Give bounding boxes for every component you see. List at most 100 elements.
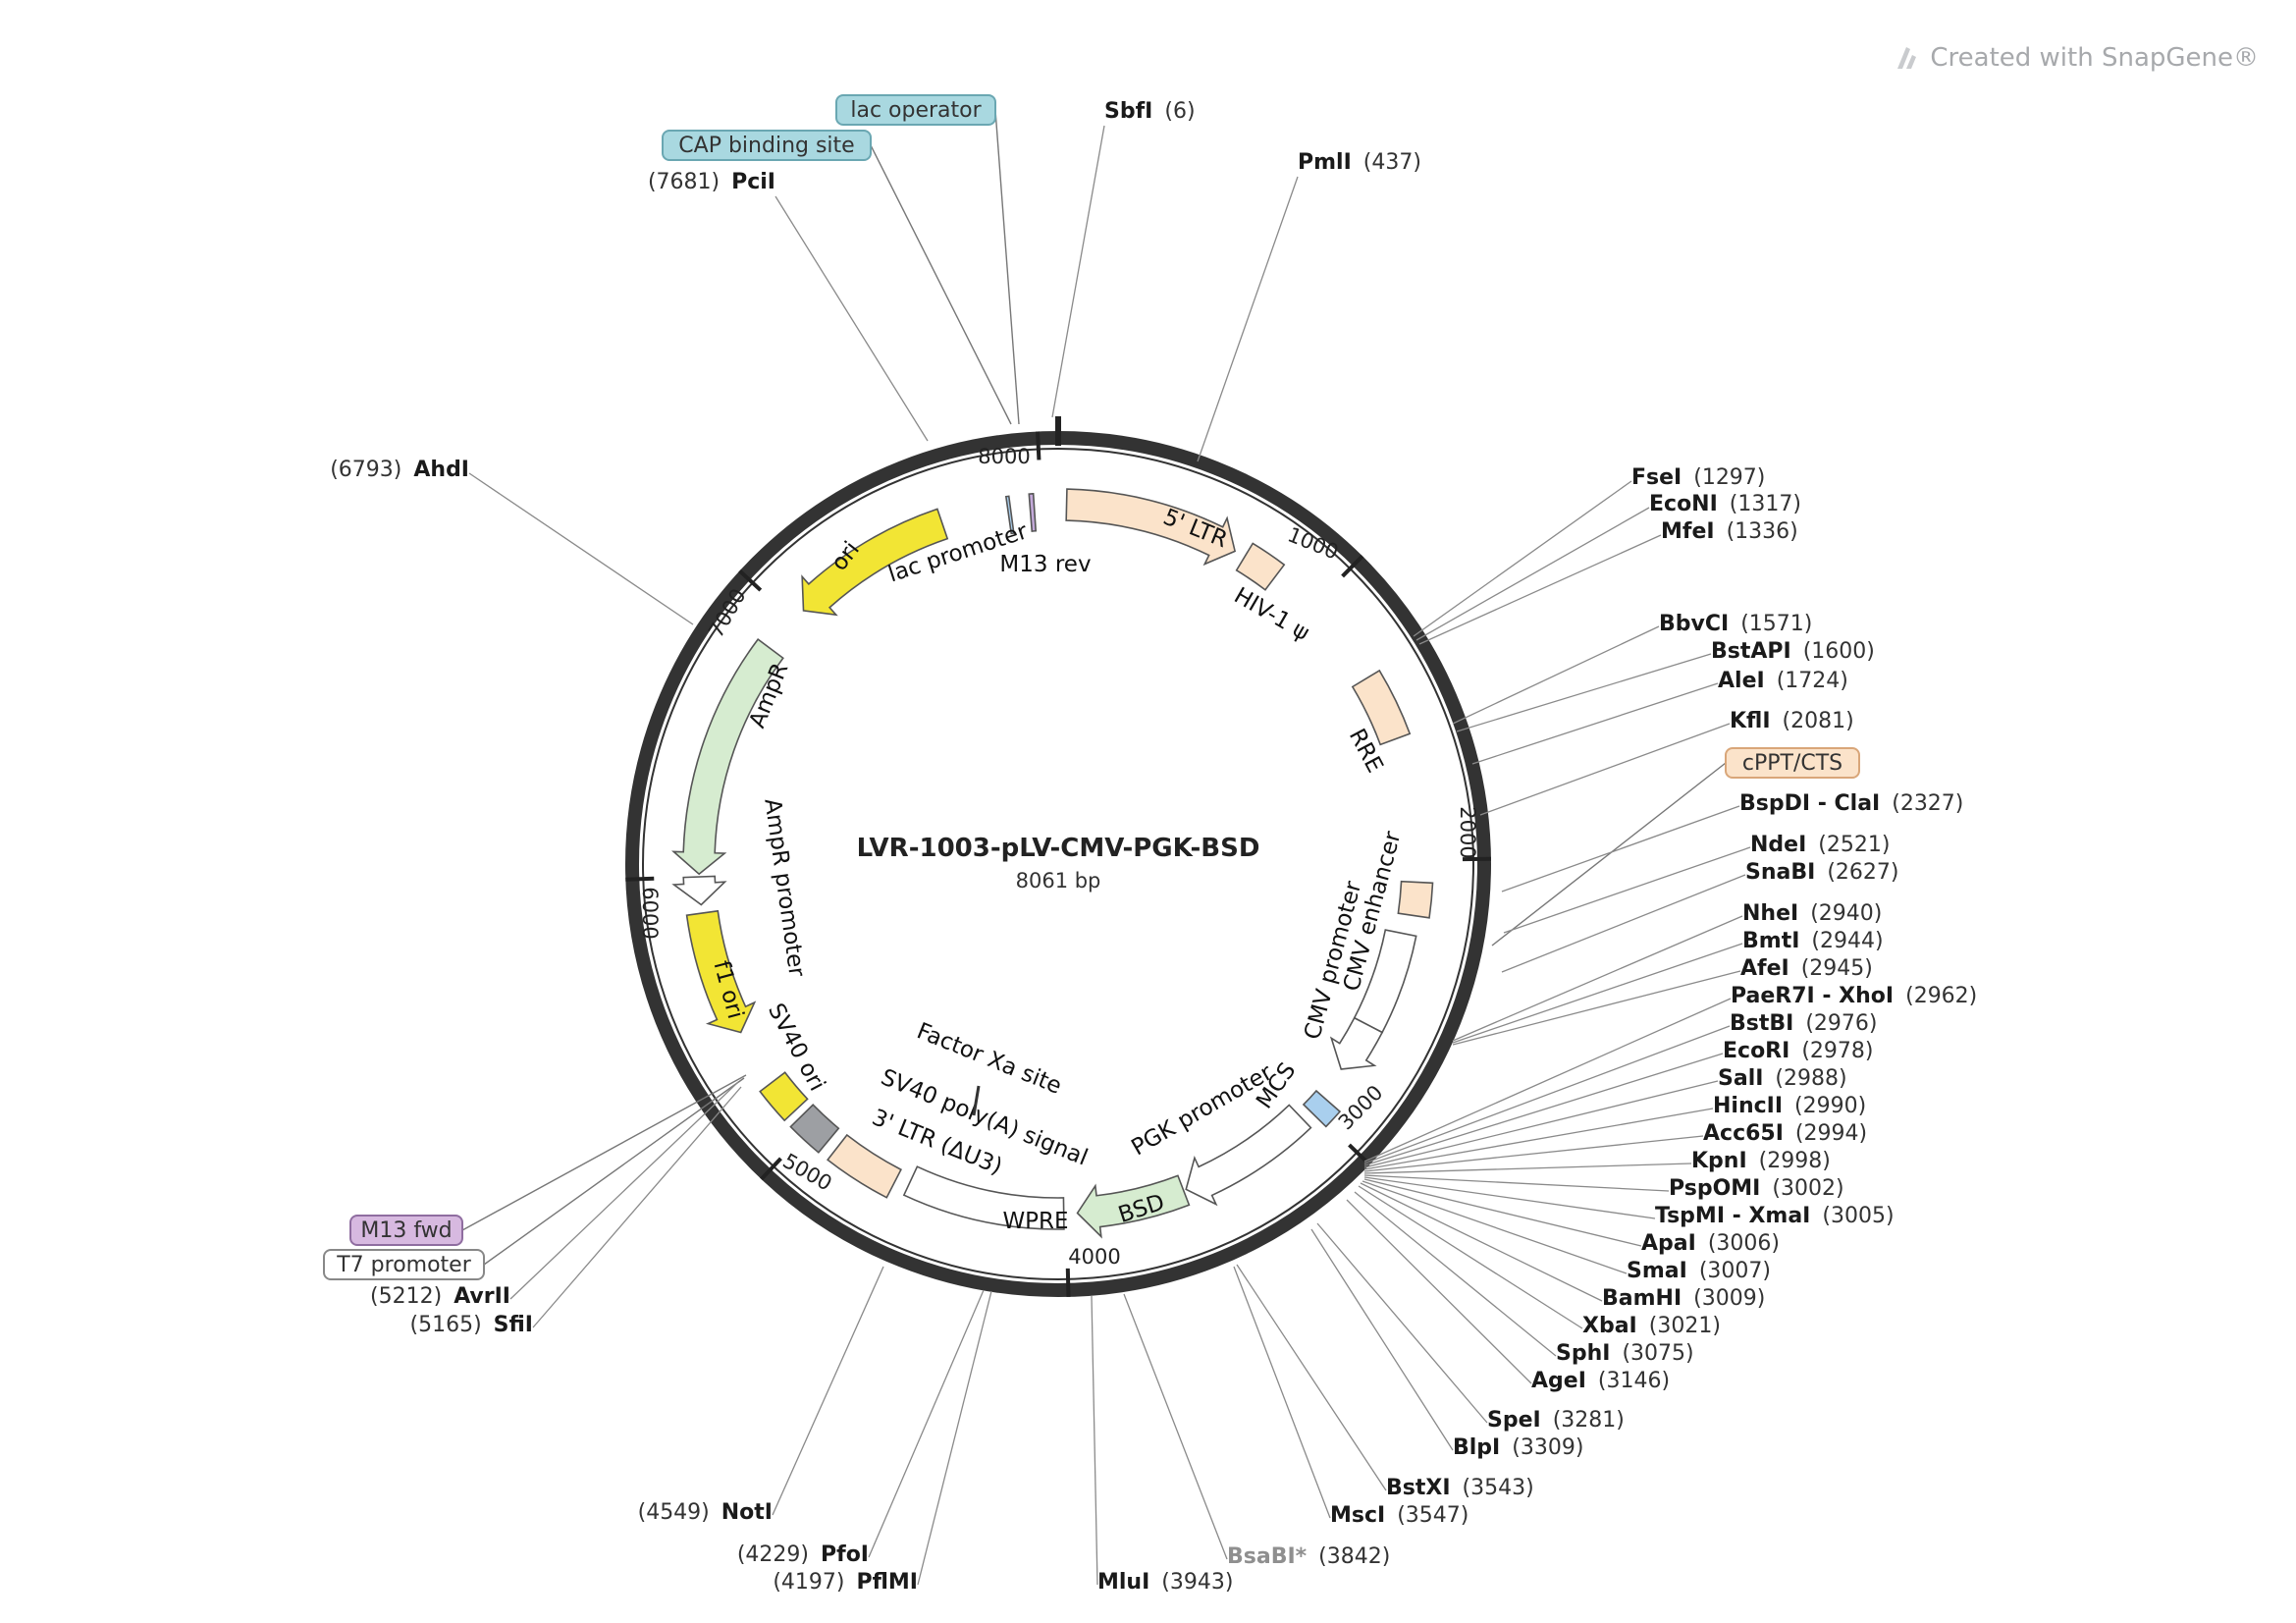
enzyme-label-xbai: XbaI(3021) — [1582, 1314, 1721, 1338]
enzyme-site-msci[interactable]: MscI(3547) — [1330, 1503, 1468, 1528]
feature-cppt-cts[interactable] — [1397, 880, 1434, 919]
enzyme-label-spei: SpeI(3281) — [1487, 1408, 1625, 1433]
enzyme-site-bspdi-clai[interactable]: BspDI - ClaI(2327) — [1739, 791, 1963, 816]
enzyme-site-ndei[interactable]: NdeI(2521) — [1750, 833, 1890, 857]
boxed-label-cap-binding-site[interactable] — [662, 130, 872, 161]
brand-text: Created with SnapGene® — [1930, 43, 2259, 73]
enzyme-label-bbvci: BbvCI(1571) — [1659, 612, 1812, 636]
feature-ori[interactable] — [801, 508, 949, 617]
enzyme-site-fsei[interactable]: FseI(1297) — [1631, 465, 1765, 490]
enzyme-leader-bsabi — [1123, 1293, 1228, 1560]
enzyme-leader-tspmi-xmai — [1363, 1176, 1656, 1219]
feature-ampr-promoter[interactable] — [671, 875, 727, 906]
enzyme-site-sfii[interactable]: (5165)SfiI — [410, 1313, 534, 1337]
boxed-label-text-cap-binding-site: CAP binding site — [678, 134, 854, 158]
boxed-label-t7-promoter[interactable] — [323, 1249, 485, 1280]
enzyme-label-pcii: (7681)PciI — [648, 170, 775, 194]
enzyme-label-mlui: MluI(3943) — [1097, 1570, 1233, 1595]
feature-bsd[interactable] — [1076, 1174, 1191, 1239]
enzyme-site-alei[interactable]: AleI(1724) — [1718, 669, 1848, 693]
enzyme-site-xbai[interactable]: XbaI(3021) — [1582, 1314, 1721, 1338]
enzyme-site-bamhi[interactable]: BamHI(3009) — [1602, 1286, 1765, 1311]
feature-sv40-poly-a-signal[interactable] — [789, 1104, 840, 1154]
feature-hiv-1[interactable] — [1235, 542, 1286, 591]
enzyme-site-bsabi[interactable]: BsaBI*(3842) — [1227, 1544, 1390, 1569]
enzyme-site-paer7i-xhoi[interactable]: PaeR7I - XhoI(2962) — [1731, 984, 1977, 1008]
snapgene-watermark: Created with SnapGene® — [1895, 43, 2259, 73]
enzyme-leader-sbfi — [1051, 125, 1105, 418]
enzyme-site-agei[interactable]: AgeI(3146) — [1531, 1369, 1670, 1393]
enzyme-leader-nhei — [1452, 915, 1743, 1042]
boxed-label-m13-fwd[interactable] — [349, 1215, 463, 1246]
enzyme-leader-spei — [1316, 1222, 1488, 1424]
feature-f1-ori[interactable] — [685, 909, 757, 1034]
enzyme-site-ahdi[interactable]: (6793)AhdI — [330, 458, 469, 482]
enzyme-label-bstapi: BstAPI(1600) — [1711, 639, 1875, 664]
enzyme-site-blpi[interactable]: BlpI(3309) — [1453, 1435, 1583, 1460]
enzyme-site-smai[interactable]: SmaI(3007) — [1627, 1259, 1771, 1283]
boxed-label-cppt-cts[interactable] — [1725, 747, 1860, 779]
enzyme-site-econi[interactable]: EcoNI(1317) — [1649, 492, 1801, 516]
feature-wpre[interactable] — [902, 1165, 1065, 1230]
feature-3-ltr-u3[interactable] — [827, 1133, 902, 1199]
enzyme-leader-agei — [1346, 1199, 1532, 1384]
enzyme-site-avrii[interactable]: (5212)AvrII — [370, 1284, 510, 1309]
enzyme-leader-sali — [1363, 1080, 1719, 1168]
feature-m13-rev[interactable] — [1028, 492, 1038, 532]
enzyme-site-pfoi[interactable]: (4229)PfoI — [737, 1542, 869, 1567]
feature-ampr[interactable] — [670, 637, 784, 876]
tick-mark-7000 — [738, 568, 763, 592]
enzyme-site-snabi[interactable]: SnaBI(2627) — [1745, 860, 1898, 885]
enzyme-label-ecori: EcoRI(2978) — [1723, 1039, 1873, 1063]
enzyme-layer: SbfI(6) PmlI(437) FseI(1297)EcoNI(1317) Mfe… — [330, 99, 1977, 1595]
feature-pgk-promoter[interactable] — [1185, 1104, 1312, 1207]
enzyme-leader-msci — [1233, 1266, 1331, 1519]
enzyme-site-tspmi-xmai[interactable]: TspMI - XmaI(3005) — [1655, 1204, 1895, 1228]
enzyme-site-bstxi[interactable]: BstXI(3543) — [1386, 1476, 1534, 1500]
enzyme-site-bmti[interactable]: BmtI(2944) — [1742, 929, 1884, 953]
enzyme-site-bbvci[interactable]: BbvCI(1571) — [1659, 612, 1812, 636]
enzyme-site-pmli[interactable]: PmlI(437) — [1298, 150, 1421, 175]
enzyme-site-sbfi[interactable]: SbfI(6) — [1104, 99, 1196, 124]
feature-sv40-ori[interactable] — [759, 1071, 809, 1122]
enzyme-label-smai: SmaI(3007) — [1627, 1259, 1771, 1283]
enzyme-label-fsei: FseI(1297) — [1631, 465, 1765, 490]
feature-5-ltr[interactable] — [1065, 488, 1237, 567]
enzyme-site-apai[interactable]: ApaI(3006) — [1641, 1231, 1780, 1256]
feature-label-hiv-1: HIV-1 ψ — [1230, 583, 1314, 646]
enzyme-site-bstbi[interactable]: BstBI(2976) — [1730, 1011, 1878, 1036]
boxed-label-lac-operator[interactable] — [835, 94, 996, 126]
enzyme-site-sali[interactable]: SalI(2988) — [1718, 1066, 1847, 1091]
enzyme-site-mlui[interactable]: MluI(3943) — [1097, 1570, 1233, 1595]
enzyme-site-hincii[interactable]: HincII(2990) — [1713, 1094, 1866, 1118]
enzyme-site-spei[interactable]: SpeI(3281) — [1487, 1408, 1625, 1433]
feature-cmv-promoter[interactable] — [1329, 1016, 1384, 1070]
enzyme-site-kfli[interactable]: KflI(2081) — [1730, 709, 1854, 733]
enzyme-site-pcii[interactable]: (7681)PciI — [648, 170, 775, 194]
enzyme-label-tspmi-xmai: TspMI - XmaI(3005) — [1655, 1204, 1895, 1228]
enzyme-site-pspomi[interactable]: PspOMI(3002) — [1669, 1176, 1844, 1201]
leader-line-cppt-cts — [1491, 762, 1727, 947]
enzyme-leader-xbai — [1358, 1185, 1583, 1329]
enzyme-label-pmli: PmlI(437) — [1298, 150, 1421, 175]
enzyme-site-mfei[interactable]: MfeI(1336) — [1661, 519, 1798, 544]
enzyme-site-bstapi[interactable]: BstAPI(1600) — [1711, 639, 1875, 664]
enzyme-leader-mfei — [1418, 534, 1662, 645]
enzyme-site-acc65i[interactable]: Acc65I(2994) — [1703, 1121, 1867, 1146]
enzyme-label-bmti: BmtI(2944) — [1742, 929, 1884, 953]
enzyme-site-pflmi[interactable]: (4197)PflMI — [773, 1570, 918, 1595]
enzyme-site-sphi[interactable]: SphI(3075) — [1556, 1341, 1694, 1366]
enzyme-site-kpni[interactable]: KpnI(2998) — [1691, 1149, 1831, 1173]
feature-rre[interactable] — [1351, 669, 1412, 746]
feature-lac-promoter[interactable] — [1004, 495, 1015, 535]
enzyme-site-afei[interactable]: AfeI(2945) — [1740, 956, 1873, 981]
boxed-label-text-cppt-cts: cPPT/CTS — [1742, 751, 1842, 776]
tick-mark-5000 — [760, 1157, 782, 1181]
enzyme-site-noti[interactable]: (4549)NotI — [638, 1500, 773, 1525]
enzyme-leader-hincii — [1363, 1108, 1714, 1170]
feature-mcs[interactable] — [1302, 1089, 1342, 1128]
enzyme-site-ecori[interactable]: EcoRI(2978) — [1723, 1039, 1873, 1063]
enzyme-site-nhei[interactable]: NheI(2940) — [1742, 901, 1882, 926]
enzyme-label-bstbi: BstBI(2976) — [1730, 1011, 1878, 1036]
